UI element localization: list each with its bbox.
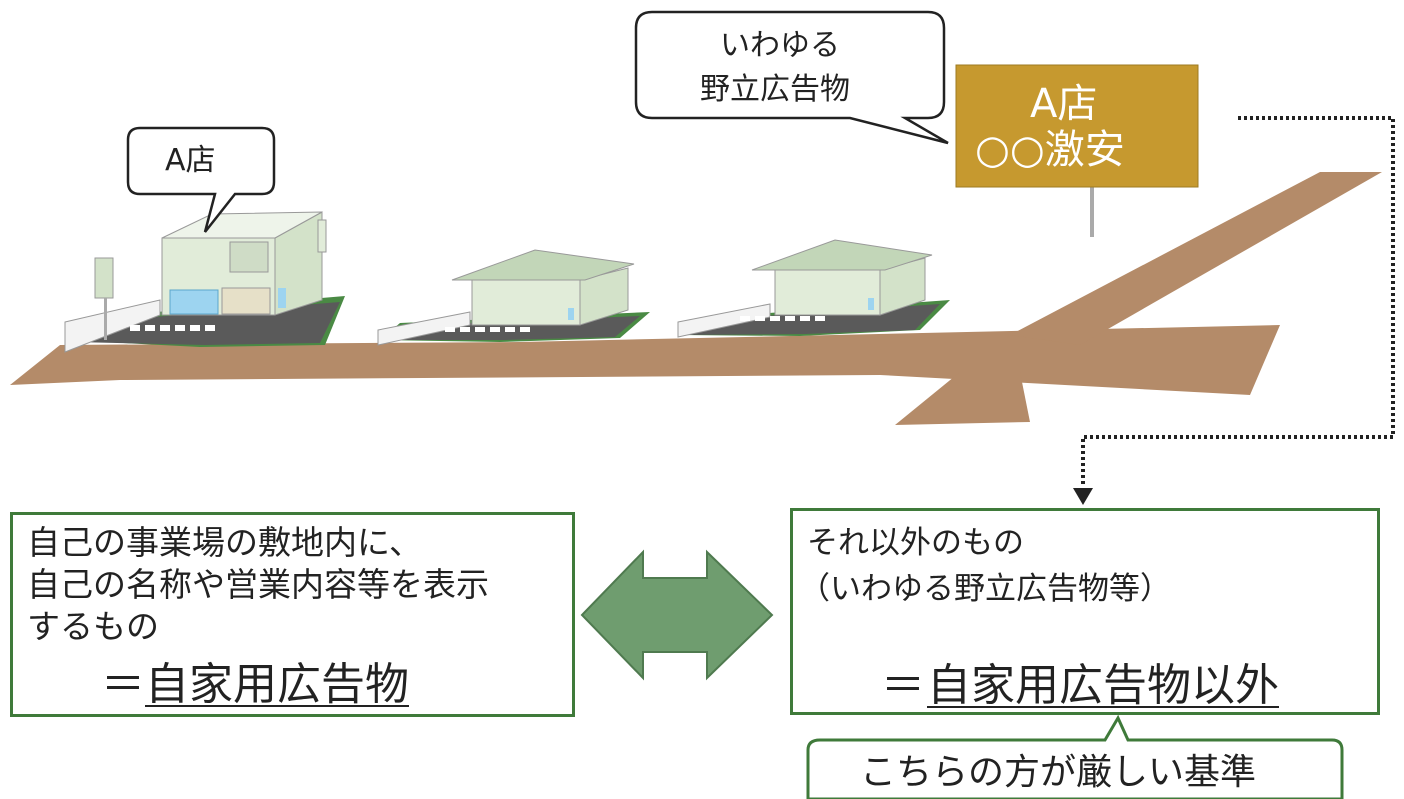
other-advertisement-box: それ以外のもの （いわゆる野立広告物等） ＝ 自家用広告物以外 bbox=[790, 508, 1380, 715]
connector-arrowhead bbox=[1073, 488, 1093, 505]
lower-branch-road bbox=[895, 372, 1030, 425]
store-a-building bbox=[64, 211, 345, 353]
roadside-billboard bbox=[955, 64, 1199, 237]
right-box-equals: ＝ bbox=[881, 660, 925, 711]
self-advertisement-box: 自己の事業場の敷地内に、 自己の名称や営業内容等を表示 するもの ＝ 自家用広告… bbox=[10, 512, 575, 717]
billboard-bubble-line2: 野立広告物 bbox=[700, 72, 850, 107]
billboard-text-line1: A店 bbox=[1030, 81, 1098, 127]
house-2 bbox=[677, 239, 950, 338]
double-arrow-icon bbox=[580, 549, 774, 681]
store-speech-bubble bbox=[126, 126, 276, 233]
right-box-term: 自家用広告物以外 bbox=[927, 660, 1279, 711]
stricter-standard-note: こちらの方が厳しい基準 bbox=[860, 752, 1257, 793]
right-box-line1: それ以外のもの bbox=[807, 525, 1024, 561]
billboard-speech-bubble bbox=[634, 10, 949, 145]
billboard-text-line2: ○○激安 bbox=[975, 127, 1125, 173]
left-box-term: 自家用広告物 bbox=[145, 659, 409, 710]
right-box-line2: （いわゆる野立広告物等） bbox=[799, 571, 1171, 607]
left-box-line2: 自己の名称や営業内容等を表示 bbox=[27, 565, 489, 604]
house-1 bbox=[377, 249, 650, 346]
connector-dotted-arrow bbox=[1073, 116, 1395, 505]
branch-road bbox=[1010, 172, 1382, 345]
note-bubble bbox=[806, 714, 1344, 799]
left-box-equals: ＝ bbox=[101, 659, 145, 710]
left-box-line3: するもの bbox=[27, 607, 159, 646]
road-network bbox=[10, 172, 1382, 425]
store-bubble-label: A店 bbox=[165, 143, 216, 178]
left-box-line1: 自己の事業場の敷地内に、 bbox=[27, 523, 423, 562]
billboard-bubble-line1: いわゆる bbox=[720, 28, 840, 63]
